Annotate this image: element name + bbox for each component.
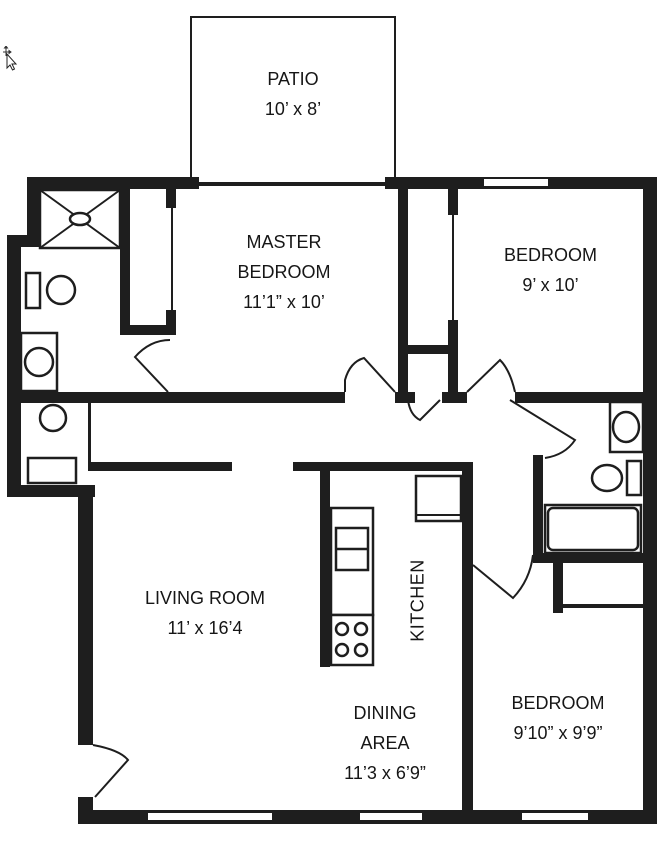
room-label-master-bedroom: MASTER BEDROOM 11’1” x 10’ — [184, 227, 384, 317]
exterior-walls — [7, 177, 657, 824]
interior-walls — [20, 185, 655, 812]
room-name-line2: AREA — [360, 733, 410, 753]
room-label-bedroom-se: BEDROOM 9’10” x 9’9” — [473, 688, 643, 748]
room-dimensions: 11’ x 16’4 — [167, 618, 243, 638]
fixtures — [19, 188, 645, 667]
room-dimensions: 11’1” x 10’ — [243, 292, 325, 312]
room-name: BEDROOM — [503, 245, 597, 265]
door-swings — [92, 339, 577, 798]
room-name-line1: DINING — [353, 703, 417, 723]
room-label-living-room: LIVING ROOM 11’ x 16’4 — [110, 583, 300, 643]
room-dimensions: 9’ x 10’ — [522, 275, 579, 295]
room-name: LIVING ROOM — [144, 588, 265, 608]
room-name-line2: BEDROOM — [237, 262, 331, 282]
room-label-dining-area: DINING AREA 11’3 x 6’9” — [310, 698, 460, 788]
room-dimensions: 10’ x 8’ — [264, 99, 322, 119]
room-name: BEDROOM — [511, 693, 605, 713]
move-cursor-icon — [3, 46, 18, 71]
room-label-patio: PATIO 10’ x 8’ — [191, 64, 395, 124]
room-dimensions: 11’3 x 6’9” — [344, 763, 426, 783]
room-name: PATIO — [267, 69, 319, 89]
room-name-line1: MASTER — [246, 232, 322, 252]
room-label-kitchen: KITCHEN — [407, 559, 428, 642]
room-label-bedroom-ne: BEDROOM 9’ x 10’ — [458, 240, 643, 300]
room-dimensions: 9’10” x 9’9” — [513, 723, 603, 743]
